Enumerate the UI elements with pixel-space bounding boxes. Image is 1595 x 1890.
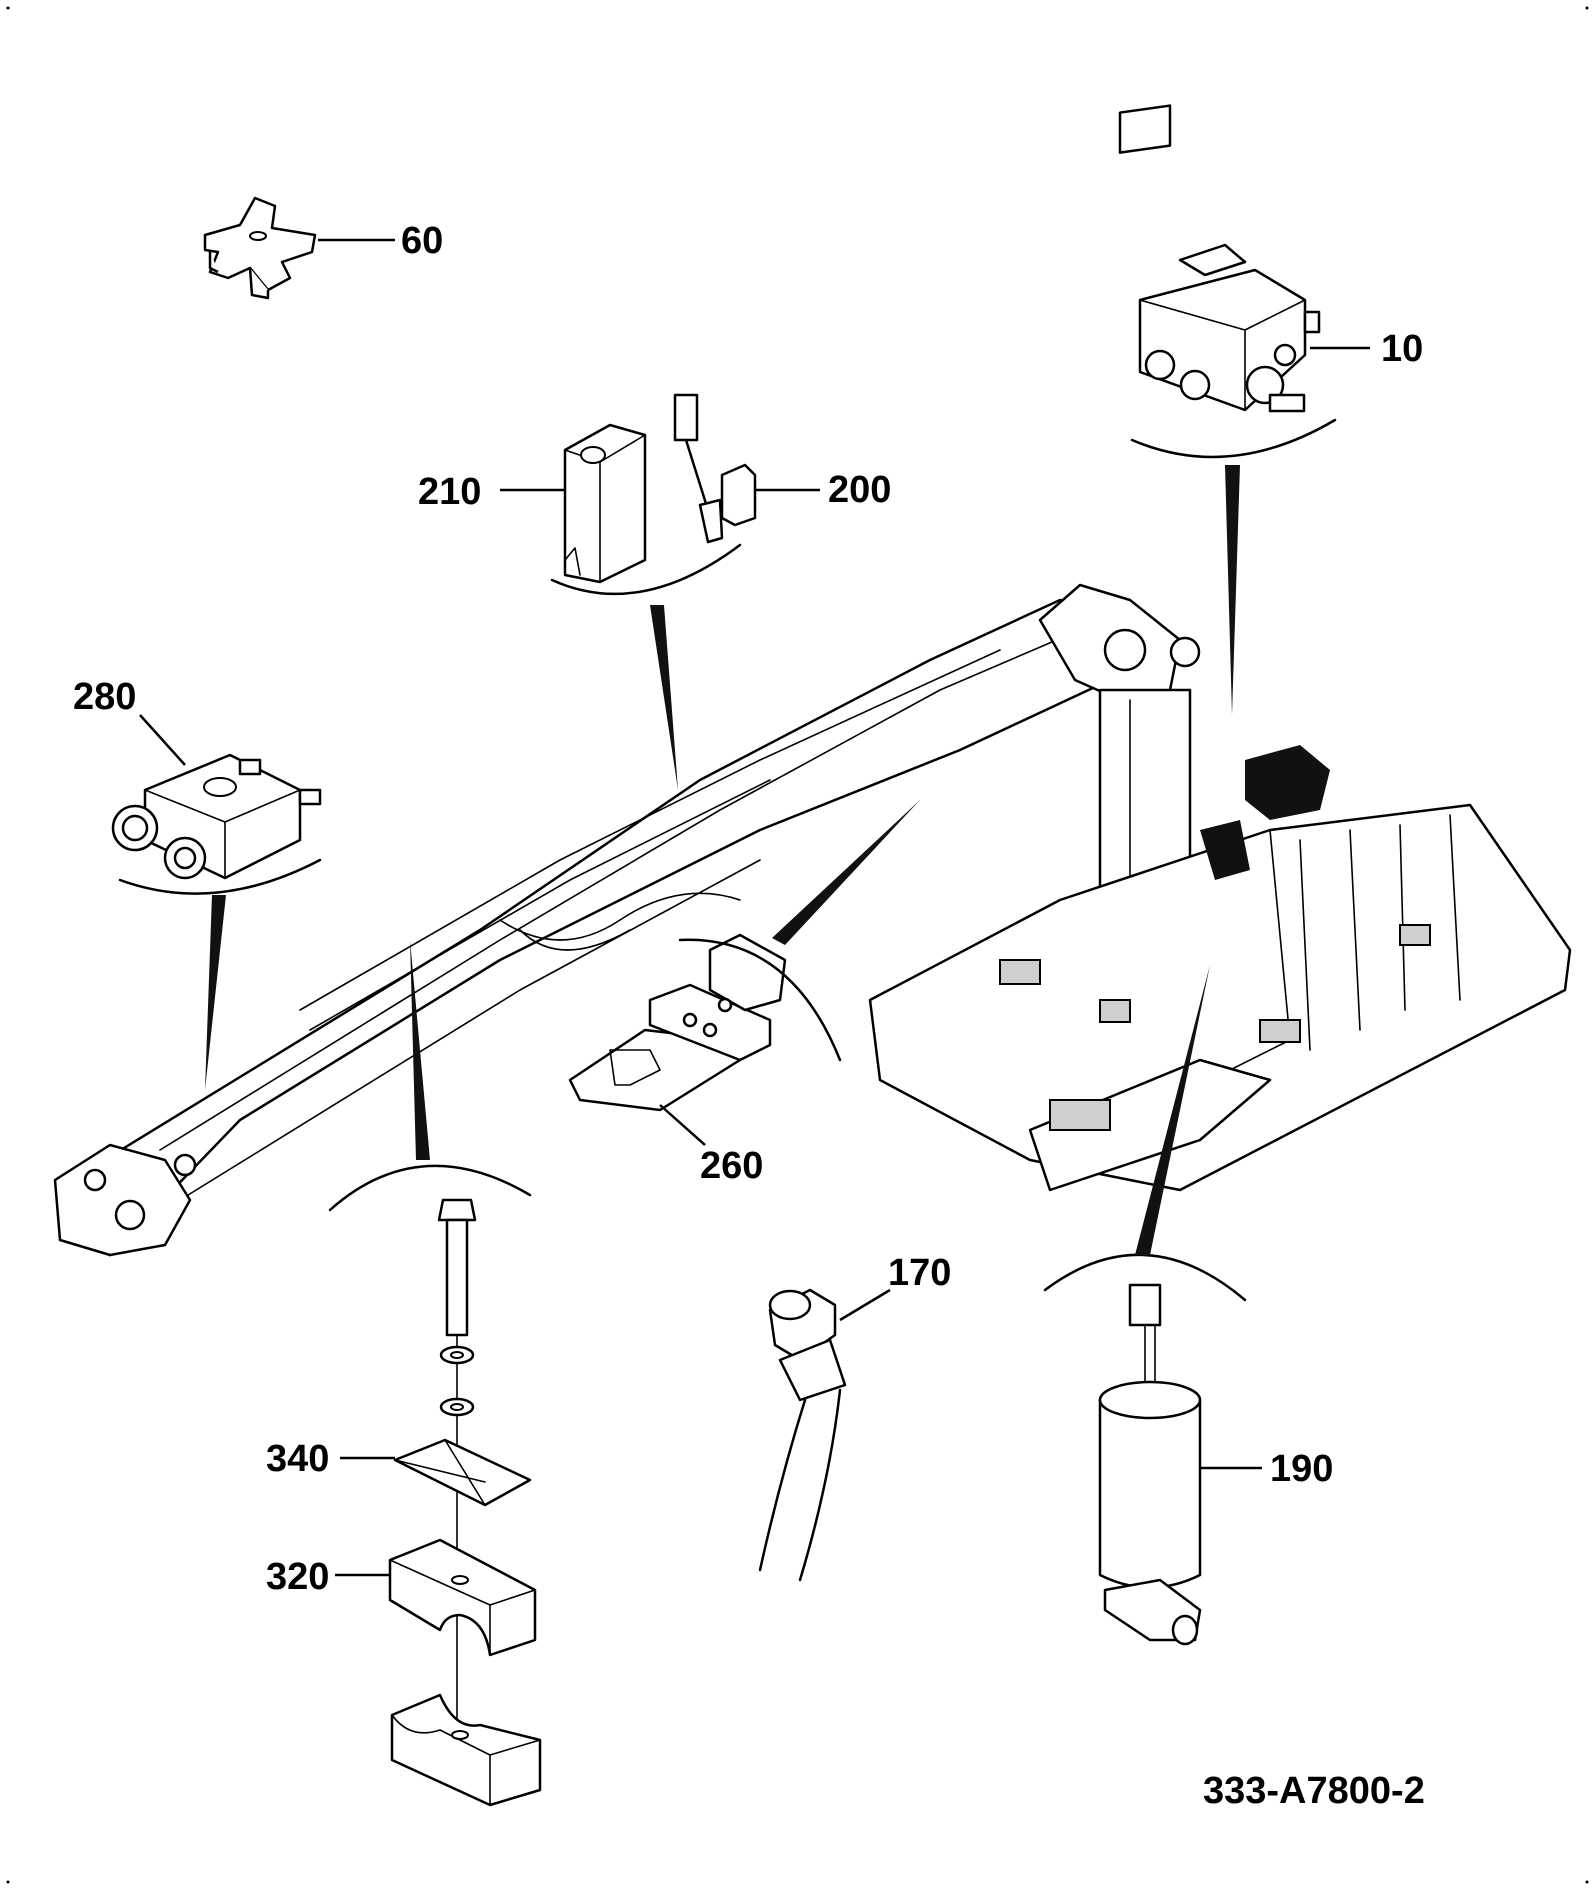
callout-340[interactable]: 340	[266, 1438, 330, 1480]
corner-marks	[6, 6, 1589, 1884]
excavator-chassis-frame	[868, 745, 1572, 1192]
callout-280[interactable]: 280	[73, 676, 137, 718]
part-170-hose-assembly[interactable]	[758, 1288, 891, 1582]
part-260-bracket-plate[interactable]	[568, 800, 920, 1146]
part-210-cover[interactable]	[500, 423, 647, 584]
part-190-sensor-canister[interactable]	[1043, 965, 1262, 1646]
clamp-half-lower[interactable]	[390, 1693, 542, 1807]
part-60-coupling-spider[interactable]	[203, 196, 395, 300]
callout-260[interactable]: 260	[700, 1145, 764, 1187]
washer-upper[interactable]	[439, 1345, 475, 1365]
callout-170[interactable]: 170	[888, 1252, 952, 1294]
drawing-number: 333-A7800-2	[1203, 1770, 1425, 1812]
callout-210[interactable]: 210	[418, 471, 482, 513]
hex-bolt[interactable]	[437, 1198, 477, 1337]
part-340-cover-plate[interactable]	[340, 1438, 532, 1507]
callout-60[interactable]: 60	[401, 220, 444, 262]
part-200-harness-connector[interactable]	[550, 393, 820, 790]
washer-lower[interactable]	[439, 1397, 475, 1417]
part-280-manifold-block[interactable]	[111, 714, 322, 1090]
callout-320[interactable]: 320	[266, 1556, 330, 1598]
callout-10[interactable]: 10	[1381, 328, 1424, 370]
callout-200[interactable]: 200	[828, 469, 892, 511]
part-10-valve-block[interactable]	[1118, 104, 1370, 715]
part-320-clamp-half-upper[interactable]	[335, 1538, 537, 1657]
callout-190[interactable]: 190	[1270, 1448, 1334, 1490]
